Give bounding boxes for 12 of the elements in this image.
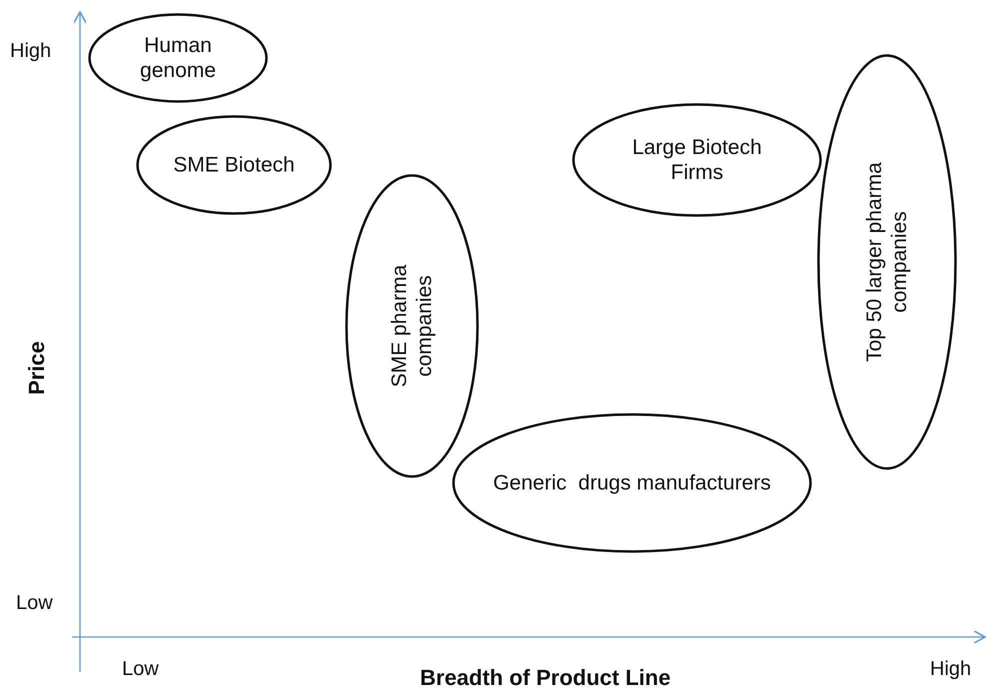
node-label: Top 50 larger pharma companies xyxy=(862,161,912,364)
x-axis-title: Breadth of Product Line xyxy=(420,665,671,691)
axis-tick-label: High xyxy=(10,40,52,63)
node-label: Human genome xyxy=(139,32,217,84)
node-label: SME pharma companies xyxy=(386,264,437,390)
axis-tick-label: Low xyxy=(16,592,53,615)
y-axis-title: Price xyxy=(24,341,50,395)
node-label: SME Biotech xyxy=(172,152,296,178)
axis-tick-label: High xyxy=(930,658,972,681)
node-label: Generic drugs manufacturers xyxy=(492,470,772,496)
node-label: Large Biotech Firms xyxy=(631,134,763,186)
axis-tick-label: Low xyxy=(122,658,159,681)
